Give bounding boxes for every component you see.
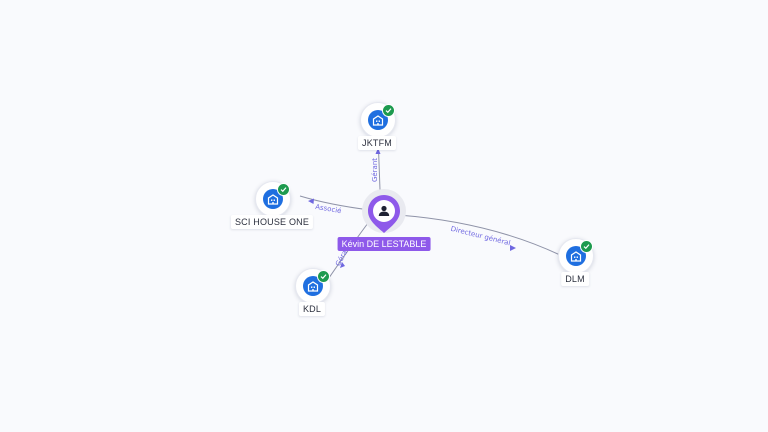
user-icon bbox=[378, 205, 390, 216]
person-label[interactable]: Kévin DE LESTABLE bbox=[337, 237, 431, 251]
company-label-sci-house-one[interactable]: SCI HOUSE ONE bbox=[230, 215, 314, 229]
arrow-jktfm bbox=[375, 148, 381, 154]
edge-dlm bbox=[397, 214, 561, 256]
company-label-jktfm[interactable]: JKTFM bbox=[358, 136, 396, 150]
company-node-dlm[interactable] bbox=[558, 238, 594, 274]
relation-label-dlm: Directeur général bbox=[450, 225, 512, 248]
verified-check-icon bbox=[580, 240, 593, 253]
company-label-kdl[interactable]: KDL bbox=[298, 302, 326, 316]
verified-check-icon bbox=[277, 183, 290, 196]
arrow-dlm bbox=[510, 245, 516, 251]
arrow-kdl bbox=[340, 262, 345, 268]
verified-check-icon bbox=[382, 104, 395, 117]
company-node-sci-house-one[interactable] bbox=[255, 181, 291, 217]
verified-check-icon bbox=[317, 270, 330, 283]
relation-label-jktfm: Gérant bbox=[371, 158, 379, 182]
arrow-sci-house-one bbox=[308, 198, 314, 204]
company-node-kdl[interactable] bbox=[295, 268, 331, 304]
person-node[interactable] bbox=[366, 193, 402, 235]
company-node-jktfm[interactable] bbox=[360, 102, 396, 138]
company-label-dlm[interactable]: DLM bbox=[561, 272, 589, 286]
